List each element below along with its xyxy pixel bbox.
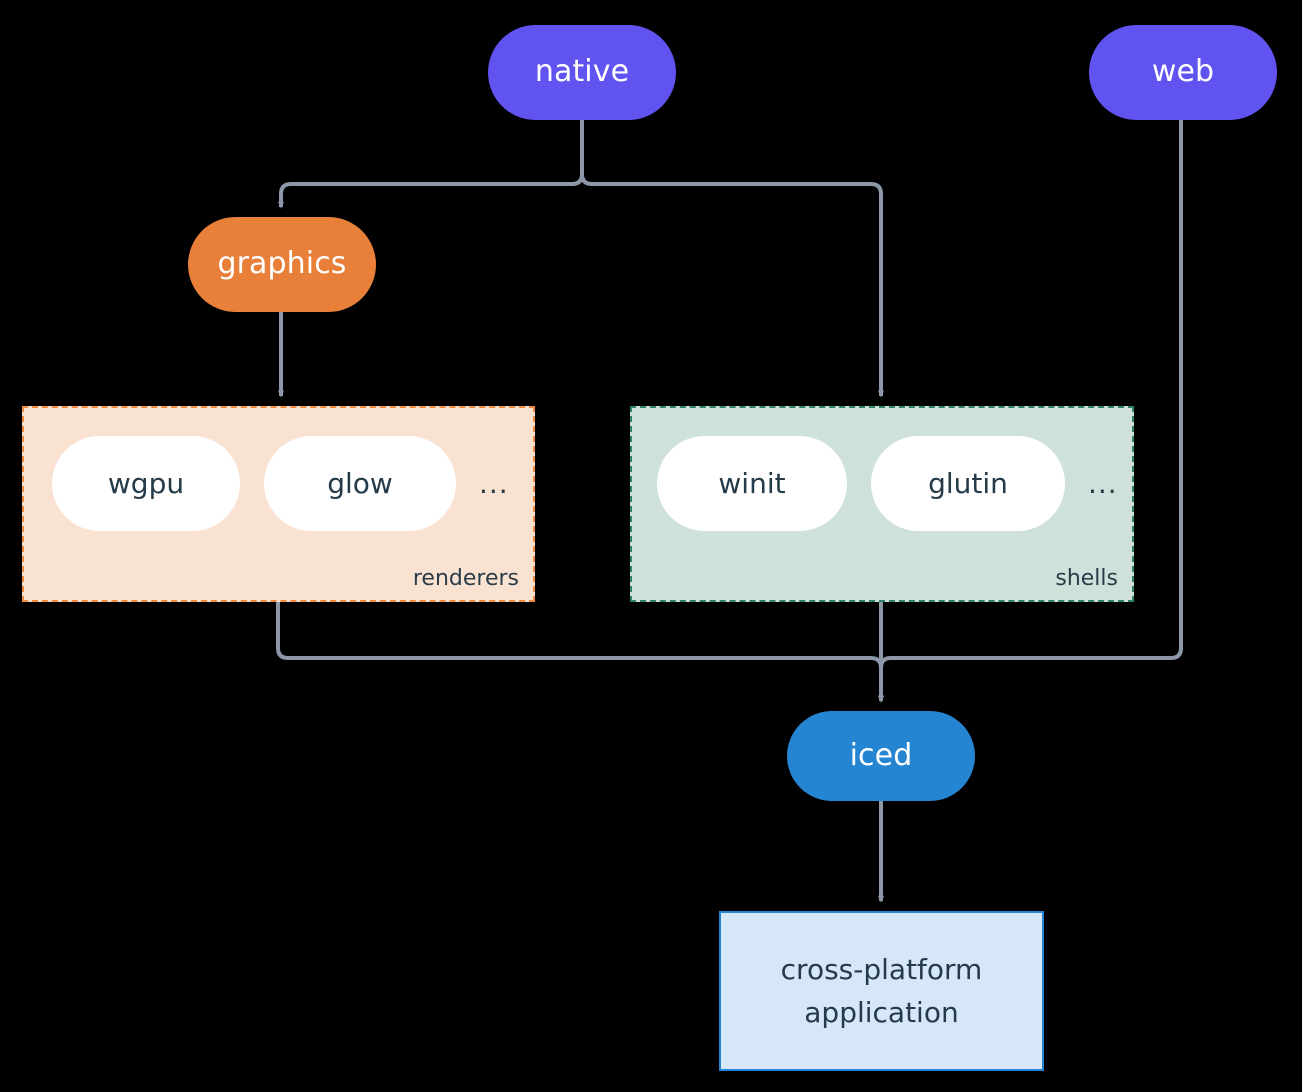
node-iced[interactable]: iced [787, 711, 975, 801]
node-wgpu-label: wgpu [107, 467, 185, 500]
edge-renderers-to-iced [276, 602, 884, 703]
node-native-label: native [534, 54, 630, 90]
edge-native-to-shells [580, 120, 884, 398]
node-winit-label: winit [718, 467, 786, 500]
application-label-line1: cross-platform [780, 952, 983, 986]
node-winit[interactable]: winit [657, 436, 847, 531]
edge-native-to-graphics [278, 120, 584, 209]
node-glow-label: glow [327, 467, 393, 500]
shells-overflow-label: ... [1088, 467, 1118, 500]
node-iced-label: iced [849, 737, 913, 773]
node-glutin-label: glutin [928, 467, 1008, 500]
shells-overflow-ellipsis: ... [1088, 436, 1118, 531]
node-graphics-label: graphics [217, 246, 347, 282]
group-shells-label: shells [1055, 566, 1118, 591]
node-web[interactable]: web [1089, 25, 1277, 120]
node-native[interactable]: native [488, 25, 676, 120]
node-web-label: web [1151, 54, 1215, 90]
node-glutin[interactable]: glutin [871, 436, 1065, 531]
application-label-line2: application [804, 996, 959, 1029]
group-renderers[interactable]: wgpu glow ... renderers [22, 406, 535, 602]
renderers-overflow-ellipsis: ... [479, 436, 509, 531]
group-shells[interactable]: winit glutin ... shells [630, 406, 1134, 602]
node-wgpu[interactable]: wgpu [52, 436, 240, 531]
node-graphics[interactable]: graphics [188, 217, 376, 312]
group-renderers-label: renderers [412, 566, 519, 591]
node-cross-platform-application[interactable]: cross-platform application [719, 911, 1044, 1071]
renderers-overflow-label: ... [479, 467, 509, 500]
node-glow[interactable]: glow [264, 436, 456, 531]
